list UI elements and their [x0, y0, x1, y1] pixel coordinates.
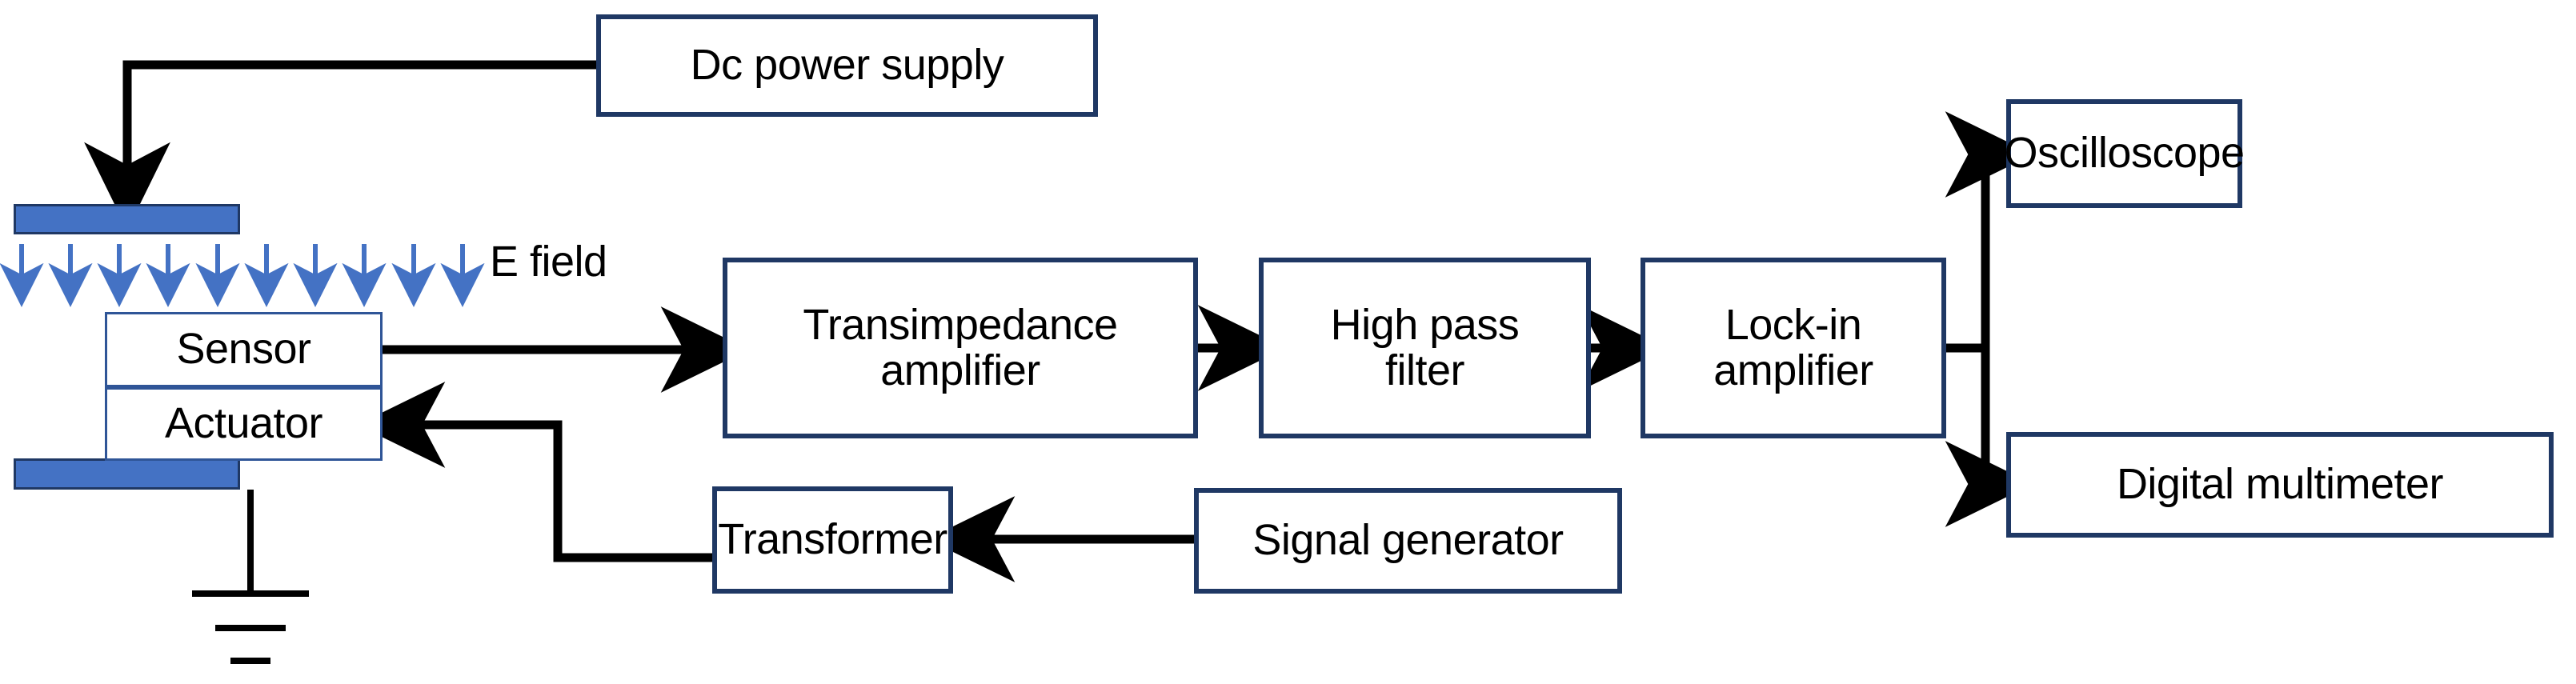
block-actuator[interactable]: Actuator: [105, 387, 383, 461]
block-transformer[interactable]: Transformer: [712, 486, 953, 594]
wire-lock-in-amplifier-split: [1945, 111, 2033, 527]
bottom-electrode: [14, 458, 240, 490]
block-lock-in-amplifier[interactable]: Lock-in amplifier: [1641, 258, 1946, 438]
ground-icon: [192, 490, 309, 664]
block-dc-power-supply[interactable]: Dc power supply: [596, 14, 1098, 117]
block-high-pass-filter[interactable]: High pass filter: [1259, 258, 1591, 438]
block-oscilloscope[interactable]: Oscilloscope: [2004, 99, 2245, 208]
block-signal-generator[interactable]: Signal generator: [1194, 488, 1622, 594]
block-sensor[interactable]: Sensor: [105, 312, 383, 387]
block-transimpedance-amplifier[interactable]: Transimpedance amplifier: [723, 258, 1198, 438]
block-digital-multimeter[interactable]: Digital multimeter: [2006, 432, 2554, 538]
wire-transformer-to-actuator: [357, 382, 712, 562]
wire-dc-supply-to-top-electrode: [84, 60, 596, 230]
top-electrode: [14, 204, 240, 234]
e-field-arrows-icon: [0, 244, 485, 308]
e-field-label: E field: [490, 238, 607, 286]
